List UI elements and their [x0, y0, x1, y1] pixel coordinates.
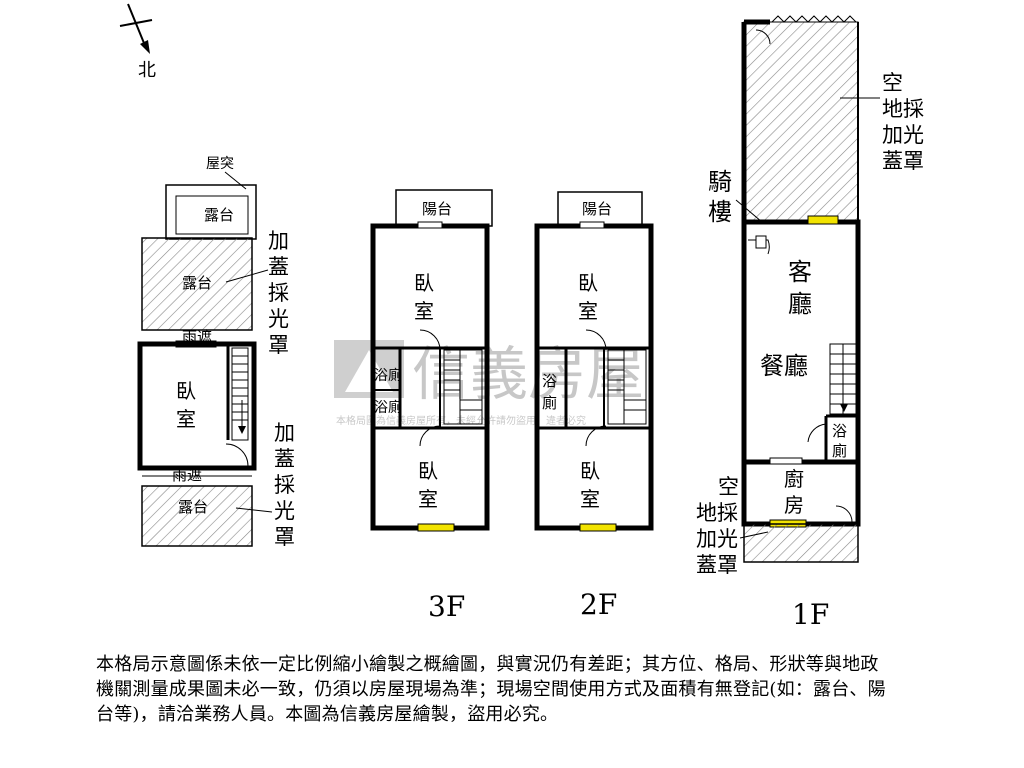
1f-note-bottom-line: 蓋罩 [696, 553, 738, 577]
note-upper-char: 加 [268, 229, 289, 253]
north-label: 北 [138, 60, 156, 81]
terrace-lower-label: 露台 [178, 498, 208, 516]
3f-bath-upper: 浴廁 [374, 367, 402, 384]
floor-3f-plan: 陽台 臥 室 浴廁 浴廁 臥 室 [370, 189, 493, 532]
3f-bedroom-front-2: 室 [414, 299, 434, 323]
1f-note-top-line: 加光 [882, 123, 924, 147]
1f-note-top-line: 地採 [882, 97, 924, 121]
1f-arcade-1: 騎 [708, 168, 732, 196]
floor-label-2f: 2F [580, 588, 617, 621]
stair-2f [607, 349, 647, 425]
watermark-logo [334, 340, 404, 398]
1f-note-bottom-line: 加光 [696, 527, 738, 551]
note-upper: 加 蓋 採 光 罩 [268, 229, 289, 357]
note-upper-char: 蓋 [268, 255, 289, 279]
floor-2f-plan: 陽台 臥 室 浴 廁 臥 室 [534, 191, 654, 532]
note-lower-char: 採 [274, 473, 295, 497]
1f-dining: 餐廳 [760, 352, 808, 380]
2f-bath-1: 浴 [542, 372, 557, 390]
note-lower: 加 蓋 採 光 罩 [274, 421, 295, 549]
rain-cover-lower-label: 雨遮 [172, 466, 202, 484]
note-upper-char: 採 [268, 281, 289, 305]
1f-note-bottom: 空 地採 加光 蓋罩 [696, 475, 739, 577]
2f-bedroom-rear-1: 臥 [580, 459, 600, 483]
note-lower-char: 蓋 [274, 447, 295, 471]
1f-note-bottom-line: 地採 [696, 501, 738, 525]
1f-living-2: 廳 [788, 290, 812, 318]
1f-kitchen-1: 廚 [784, 467, 804, 491]
stair-top [231, 347, 249, 441]
1f-bath-2: 廁 [832, 442, 847, 460]
1f-note-top: 空 地採 加光 蓋罩 [882, 71, 924, 173]
2f-bedroom-front-2: 室 [578, 299, 598, 323]
1f-living-1: 客 [788, 258, 812, 286]
floor-1f-plan: 騎 樓 客 廳 餐廳 浴 廁 廚 房 空 地採 加光 蓋罩 空 地採 加光 蓋罩 [696, 15, 924, 577]
3f-bath-lower: 浴廁 [374, 399, 402, 416]
1f-bath-1: 浴 [832, 422, 847, 440]
top-floor-plan: 屋突 露台 露台 雨遮 臥 室 雨遮 露台 [137, 156, 295, 549]
3f-bedroom-front-1: 臥 [414, 271, 434, 295]
stair-3f [443, 349, 483, 425]
1f-arcade-2: 樓 [708, 198, 732, 226]
note-lower-char: 光 [274, 499, 295, 523]
1f-note-top-line: 蓋罩 [882, 149, 924, 173]
note-lower-char: 罩 [274, 525, 295, 549]
north-arrow: 北 [119, 3, 156, 81]
1f-note-top-line: 空 [882, 71, 903, 95]
floor-plan-drawing: 信義房屋 本格局圖為信義房屋所有，未經允許請勿盜用，違者必究 北 屋突 露台 露… [119, 3, 924, 631]
terrace-top-label: 露台 [204, 206, 234, 224]
top-bedroom-label-2: 室 [176, 407, 196, 431]
stair-1f [829, 343, 857, 415]
floor-label-1f: 1F [792, 598, 829, 631]
3f-bedroom-rear-2: 室 [418, 487, 438, 511]
2f-bedroom-rear-2: 室 [580, 487, 600, 511]
3f-balcony-label: 陽台 [422, 200, 452, 218]
top-bedroom-label-1: 臥 [176, 379, 196, 403]
1f-note-bottom-line: 空 [718, 475, 739, 499]
note-upper-char: 罩 [268, 333, 289, 357]
chimney-label: 屋突 [206, 156, 234, 172]
note-upper-char: 光 [268, 307, 289, 331]
floor-label-3f: 3F [428, 590, 465, 623]
1f-kitchen-2: 房 [784, 493, 804, 517]
2f-balcony-label: 陽台 [582, 200, 612, 218]
3f-bedroom-rear-1: 臥 [418, 459, 438, 483]
disclaimer-text: 本格局示意圖係未依一定比例縮小繪製之概繪圖，與實況仍有差距；其方位、格局、形狀等… [96, 654, 886, 725]
2f-bath-2: 廁 [542, 394, 557, 412]
note-lower-char: 加 [274, 421, 295, 445]
watermark: 信義房屋 本格局圖為信義房屋所有，未經允許請勿盜用，違者必究 [334, 340, 644, 427]
2f-bedroom-front-1: 臥 [578, 271, 598, 295]
terrace-upper-label: 露台 [182, 274, 212, 292]
watermark-brand: 信義房屋 [412, 340, 644, 408]
